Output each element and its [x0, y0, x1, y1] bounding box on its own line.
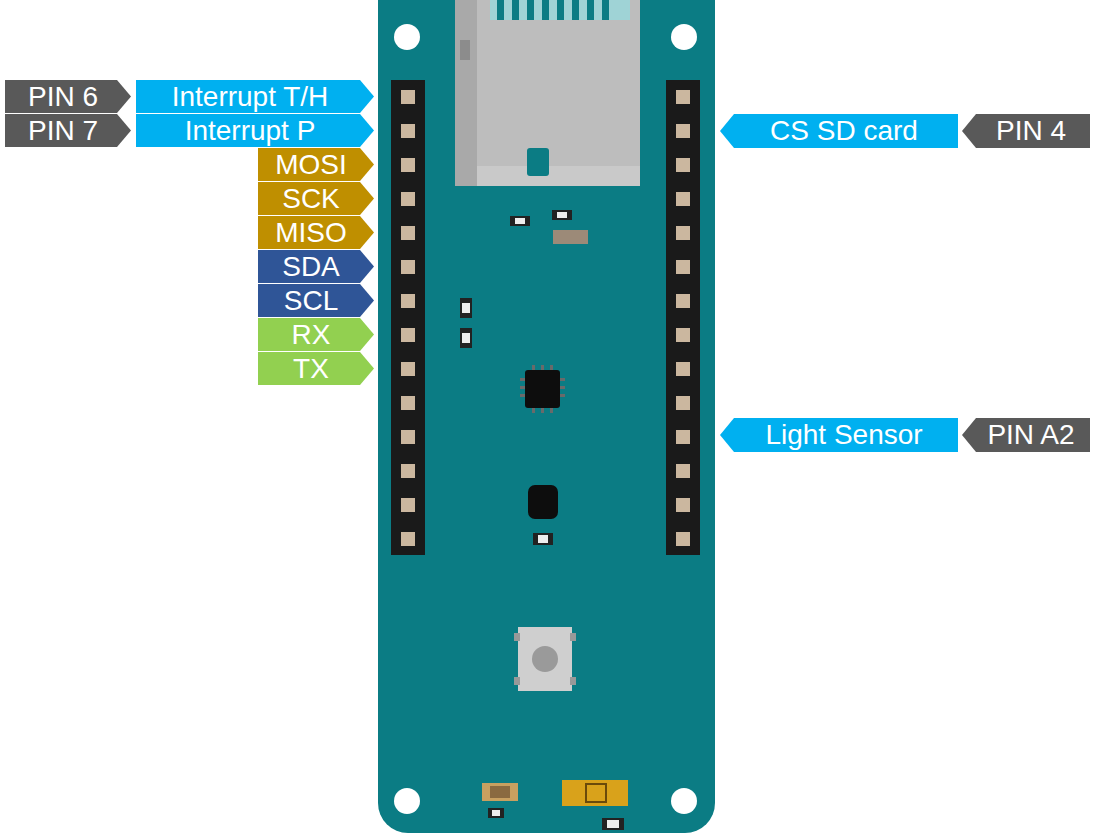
- pin-label: SCK: [282, 183, 340, 215]
- tag-fill: [720, 418, 958, 452]
- pin-tag: PIN A2: [962, 418, 1090, 452]
- pin-label: MOSI: [275, 149, 347, 181]
- tag-fill: [5, 80, 131, 113]
- tag-fill: [962, 418, 1090, 452]
- tag-fill: [962, 114, 1090, 148]
- pin-tag: MISO: [258, 216, 374, 249]
- mount-hole: [671, 24, 697, 50]
- header-pad: [401, 260, 415, 274]
- header-pad: [676, 464, 690, 478]
- header-pad: [401, 328, 415, 342]
- tag-fill: [258, 250, 374, 283]
- pin-label: SDA: [282, 251, 340, 283]
- pin-tag: Interrupt T/H: [136, 80, 374, 113]
- header-pad: [401, 192, 415, 206]
- tag-fill: [258, 318, 374, 351]
- header-pad: [676, 294, 690, 308]
- pin-tag: Interrupt P: [136, 114, 374, 147]
- smd-components: [460, 210, 628, 830]
- header-pad: [676, 396, 690, 410]
- pin-tag: MOSI: [258, 148, 374, 181]
- pin-label: RX: [292, 319, 331, 351]
- pin-tag: PIN 4: [962, 114, 1090, 148]
- header-pad: [676, 192, 690, 206]
- mount-hole: [394, 788, 420, 814]
- tag-fill: [720, 114, 958, 148]
- pin-tag: RX: [258, 318, 374, 351]
- tag-fill: [258, 216, 374, 249]
- sd-card-slot: [455, 0, 640, 186]
- header-pad: [401, 90, 415, 104]
- pin-tag: PIN 6: [5, 80, 131, 113]
- header-pad: [401, 430, 415, 444]
- header-pad: [676, 124, 690, 138]
- pin-label: PIN 7: [28, 115, 98, 147]
- pin-tag: TX: [258, 352, 374, 385]
- tag-fill: [5, 114, 131, 147]
- tag-fill: [258, 284, 374, 317]
- header-pad: [401, 294, 415, 308]
- pcb: [378, 0, 715, 833]
- header-pads: [401, 90, 690, 546]
- pin-tag: SCL: [258, 284, 374, 317]
- header-pad: [676, 430, 690, 444]
- tag-fill: [136, 114, 374, 147]
- header-pad: [401, 396, 415, 410]
- pin-label: CS SD card: [770, 115, 918, 147]
- pin-label: SCL: [284, 285, 338, 317]
- pin-tag: SCK: [258, 182, 374, 215]
- tag-fill: [258, 182, 374, 215]
- header-pad: [676, 532, 690, 546]
- tag-fill: [136, 80, 374, 113]
- mount-hole: [394, 24, 420, 50]
- pin-tag: SDA: [258, 250, 374, 283]
- header-pad: [676, 362, 690, 376]
- header-pad: [676, 158, 690, 172]
- header-pad: [676, 328, 690, 342]
- pin-label: Interrupt T/H: [172, 81, 329, 113]
- header-pad: [401, 464, 415, 478]
- left-header: [391, 80, 425, 555]
- pin-label: PIN 6: [28, 81, 98, 113]
- header-pad: [401, 124, 415, 138]
- pin-tag: CS SD card: [720, 114, 958, 148]
- pin-tag: PIN 7: [5, 114, 131, 147]
- header-pad: [401, 158, 415, 172]
- header-pad: [401, 226, 415, 240]
- pin-label: PIN 4: [996, 115, 1066, 147]
- header-pad: [676, 226, 690, 240]
- tag-fill: [258, 148, 374, 181]
- pin-label: MISO: [275, 217, 347, 249]
- tag-fill: [258, 352, 374, 385]
- header-pad: [401, 362, 415, 376]
- header-pad: [401, 532, 415, 546]
- pin-tag: Light Sensor: [720, 418, 958, 452]
- header-pad: [676, 260, 690, 274]
- header-pad: [676, 498, 690, 512]
- header-pad: [401, 498, 415, 512]
- pin-label: TX: [293, 353, 329, 385]
- header-pad: [676, 90, 690, 104]
- right-header: [666, 80, 700, 555]
- pin-label: Light Sensor: [765, 419, 922, 451]
- mount-hole: [671, 788, 697, 814]
- pin-label: PIN A2: [987, 419, 1074, 451]
- pin-label: Interrupt P: [185, 115, 316, 147]
